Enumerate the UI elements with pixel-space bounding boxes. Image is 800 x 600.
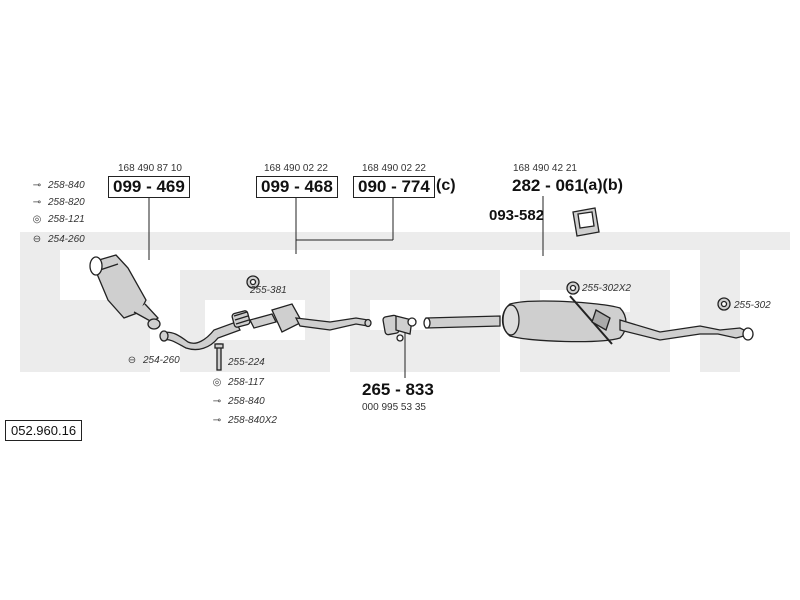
accessory-item[interactable]: ⊸ 258-820 [30, 197, 85, 208]
bolt-icon: ⊸ [32, 180, 42, 191]
gasket-icon: ⊖ [32, 234, 42, 245]
accessory-label: 255-381 [250, 285, 287, 296]
part-suffix-090-774: (c) [436, 177, 456, 194]
accessory-item[interactable]: ⊖ 254-260 [30, 234, 85, 245]
bolt-icon: ⊸ [212, 396, 222, 407]
accessory-label: 258-121 [48, 214, 85, 225]
part-number-265-833[interactable]: 265 - 833 [362, 380, 434, 399]
oem-number-099-469: 168 490 87 10 [118, 163, 182, 174]
gasket-icon: ⊖ [127, 355, 137, 366]
accessory-item[interactable]: ⊸ 258-840 [30, 180, 85, 191]
clamp-part [382, 314, 417, 342]
part-number-282-061[interactable]: 282 - 061 [512, 176, 584, 195]
accessory-label: 258-117 [228, 377, 264, 388]
front-pipe-part [159, 303, 372, 351]
accessory-label: 258-840 [48, 180, 85, 191]
ring-icon: ◎ [32, 214, 42, 225]
bolt-icon: ⊸ [32, 197, 42, 208]
accessory-label: 255-302 [734, 300, 771, 311]
part-suffix-282-061: (a)(b) [583, 177, 623, 194]
accessory-item[interactable]: ◎ 258-121 [30, 214, 85, 225]
accessory-item[interactable]: 255-381 [250, 285, 287, 296]
accessory-item[interactable]: ⊖ 254-260 [125, 355, 180, 366]
bolt-icon: ⊸ [212, 415, 222, 426]
accessory-label: 258-820 [48, 197, 85, 208]
oem-number-099-468: 168 490 02 22 [264, 163, 328, 174]
accessory-label: 255-302X2 [582, 283, 631, 294]
washer-icon: ◎ [212, 377, 222, 388]
part-number-090-774[interactable]: 090 - 774 [353, 176, 435, 198]
accessory-item[interactable]: ⊸ 258-840 [210, 396, 265, 407]
accessory-item[interactable]: 255-302X2 [582, 283, 631, 294]
part-number-093-582[interactable]: 093-582 [489, 207, 545, 224]
accessory-label: 258-840 [228, 396, 265, 407]
rear-silencer-part [423, 295, 754, 345]
accessory-label: 255-224 [228, 357, 265, 368]
bracket-part [572, 207, 600, 237]
accessory-item[interactable]: ⊸ 258-840X2 [210, 415, 277, 426]
oem-number-090-774: 168 490 02 22 [362, 163, 426, 174]
accessory-item[interactable]: 255-302 [734, 300, 771, 311]
oem-number-282-061: 168 490 42 21 [513, 163, 577, 174]
oem-number-265-833: 000 995 53 35 [362, 402, 426, 413]
accessory-label: 258-840X2 [228, 415, 277, 426]
part-number-099-468[interactable]: 099 - 468 [256, 176, 338, 198]
accessory-label: 254-260 [143, 355, 180, 366]
accessory-item[interactable]: ◎ 258-117 [210, 377, 264, 388]
part-number-099-469[interactable]: 099 - 469 [108, 176, 190, 198]
catalytic-converter-part [89, 254, 161, 330]
accessory-item[interactable]: 255-224 [210, 357, 265, 368]
accessory-label: 254-260 [48, 234, 85, 245]
diagram-id-label: 052.960.16 [5, 420, 83, 441]
